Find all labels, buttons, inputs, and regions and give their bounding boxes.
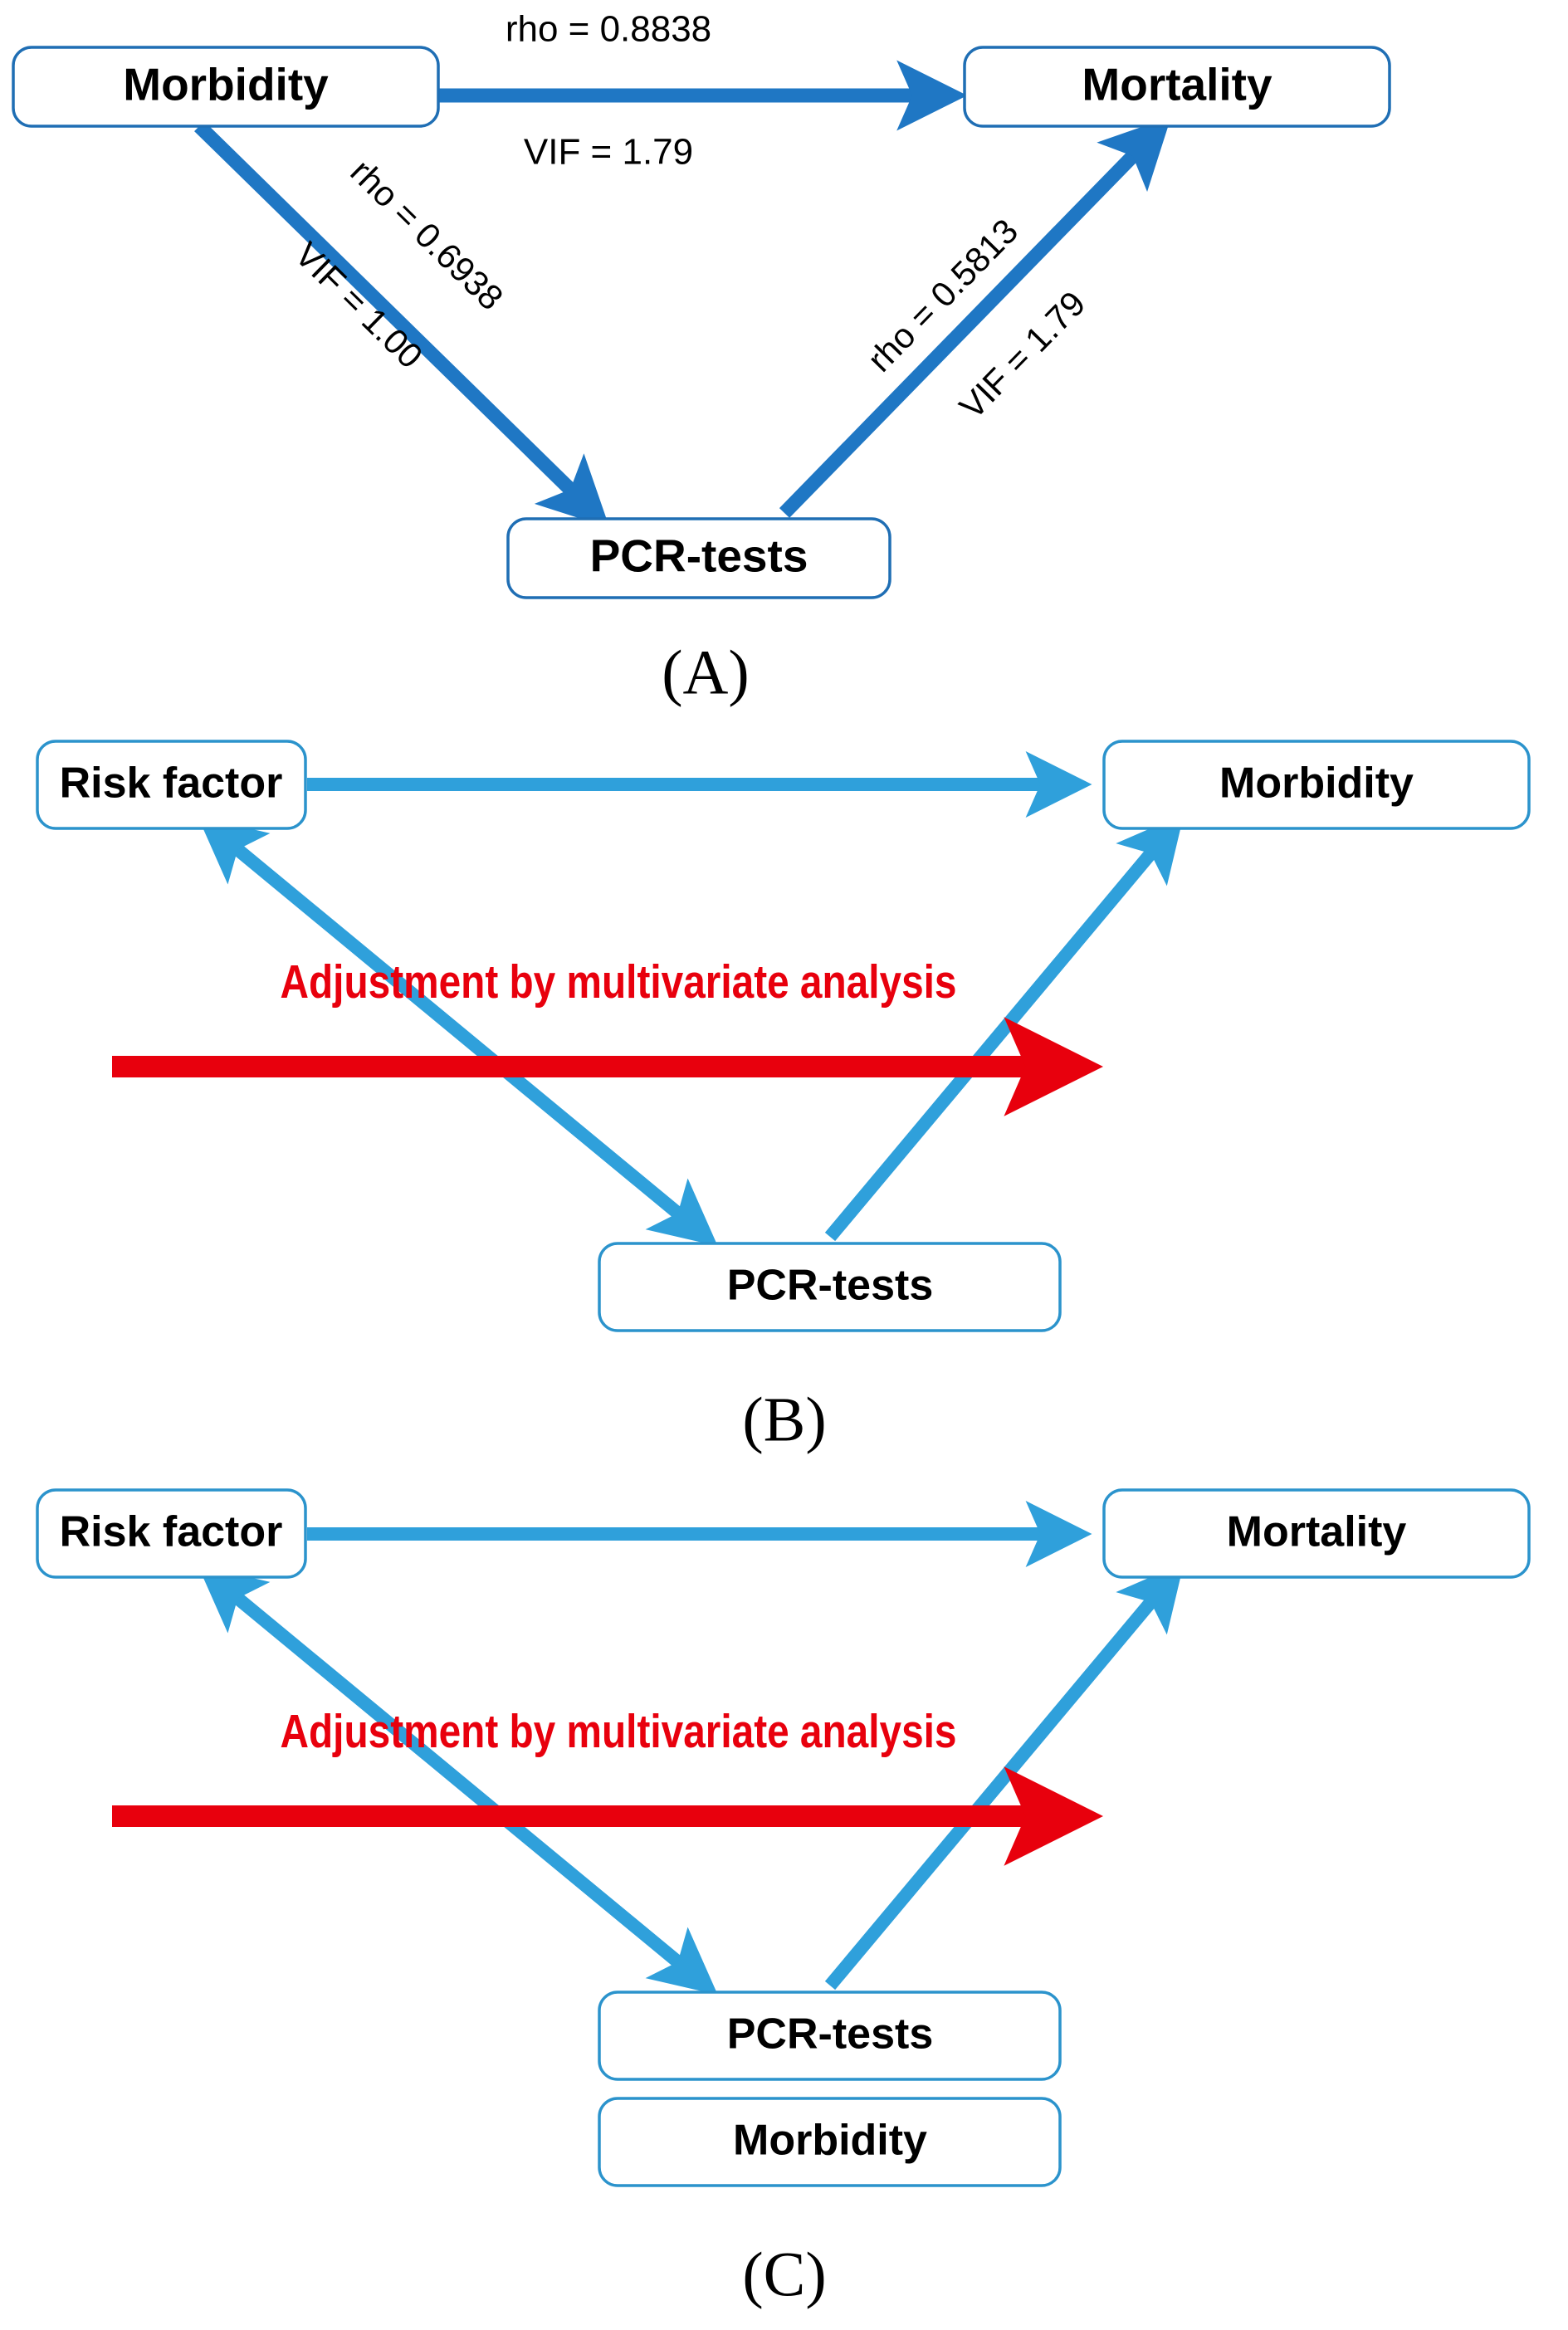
- edge-a-pcr-to-mortality: [779, 116, 1171, 518]
- panel-label-c: (C): [742, 2240, 826, 2309]
- node-c-morbidity[interactable]: Morbidity: [598, 2097, 1062, 2187]
- node-c-morbidity-label: Morbidity: [733, 2117, 927, 2165]
- edge-c-pcr-to-mortality: [824, 1562, 1185, 1991]
- node-a-mortality-box: [963, 46, 1391, 128]
- node-c-pcr-tests[interactable]: PCR-tests: [598, 1991, 1062, 2081]
- panel-label-a: (A): [662, 637, 750, 707]
- panel-b: Adjustment by multivariate analysis Risk…: [36, 740, 1531, 1454]
- node-b-pcr-tests[interactable]: PCR-tests: [598, 1242, 1062, 1332]
- node-a-pcr-tests[interactable]: PCR-tests: [506, 517, 891, 599]
- node-b-risk-factor-box: [36, 740, 307, 830]
- node-c-mortality[interactable]: Mortality: [1102, 1488, 1531, 1579]
- node-c-pcr-tests-label: PCR-tests: [727, 2010, 934, 2059]
- node-a-mortality-label: Mortality: [1082, 59, 1272, 110]
- edge-b-pcr-to-morbidity: [824, 813, 1185, 1242]
- edge-c-risk-pcr-bidirectional: [198, 1565, 718, 1995]
- node-b-pcr-tests-box: [598, 1242, 1062, 1332]
- adjustment-label-c: Adjustment by multivariate analysis: [281, 1705, 957, 1758]
- edge-label-a-top-vif: VIF = 1.79: [524, 132, 693, 173]
- edge-label-a-top-rho: rho = 0.8838: [506, 9, 711, 50]
- node-c-risk-factor-box: [36, 1488, 307, 1579]
- panel-c: Adjustment by multivariate analysis Risk…: [36, 1488, 1531, 2309]
- node-c-morbidity-box: [598, 2097, 1062, 2187]
- node-c-risk-factor-label: Risk factor: [60, 1508, 283, 1556]
- edge-a-morbidity-to-pcr: [194, 120, 610, 529]
- adjustment-label-b: Adjustment by multivariate analysis: [281, 955, 957, 1009]
- edge-b-risk-pcr-bidirectional: [198, 816, 718, 1247]
- node-a-pcr-tests-label: PCR-tests: [590, 530, 808, 582]
- node-b-morbidity-box: [1102, 740, 1531, 830]
- node-c-risk-factor[interactable]: Risk factor: [36, 1488, 307, 1579]
- node-b-risk-factor-label: Risk factor: [60, 760, 283, 808]
- node-a-morbidity-box: [12, 46, 440, 128]
- node-a-morbidity[interactable]: Morbidity: [12, 46, 440, 128]
- node-c-pcr-tests-box: [598, 1991, 1062, 2081]
- node-b-morbidity[interactable]: Morbidity: [1102, 740, 1531, 830]
- node-a-mortality[interactable]: Mortality: [963, 46, 1391, 128]
- node-c-mortality-box: [1102, 1488, 1531, 1579]
- panel-label-b: (B): [742, 1385, 826, 1454]
- node-a-pcr-tests-box: [506, 517, 891, 599]
- node-b-morbidity-label: Morbidity: [1219, 760, 1414, 808]
- node-c-mortality-label: Mortality: [1227, 1508, 1407, 1556]
- node-b-risk-factor[interactable]: Risk factor: [36, 740, 307, 830]
- node-b-pcr-tests-label: PCR-tests: [727, 1262, 934, 1310]
- node-a-morbidity-label: Morbidity: [123, 59, 329, 110]
